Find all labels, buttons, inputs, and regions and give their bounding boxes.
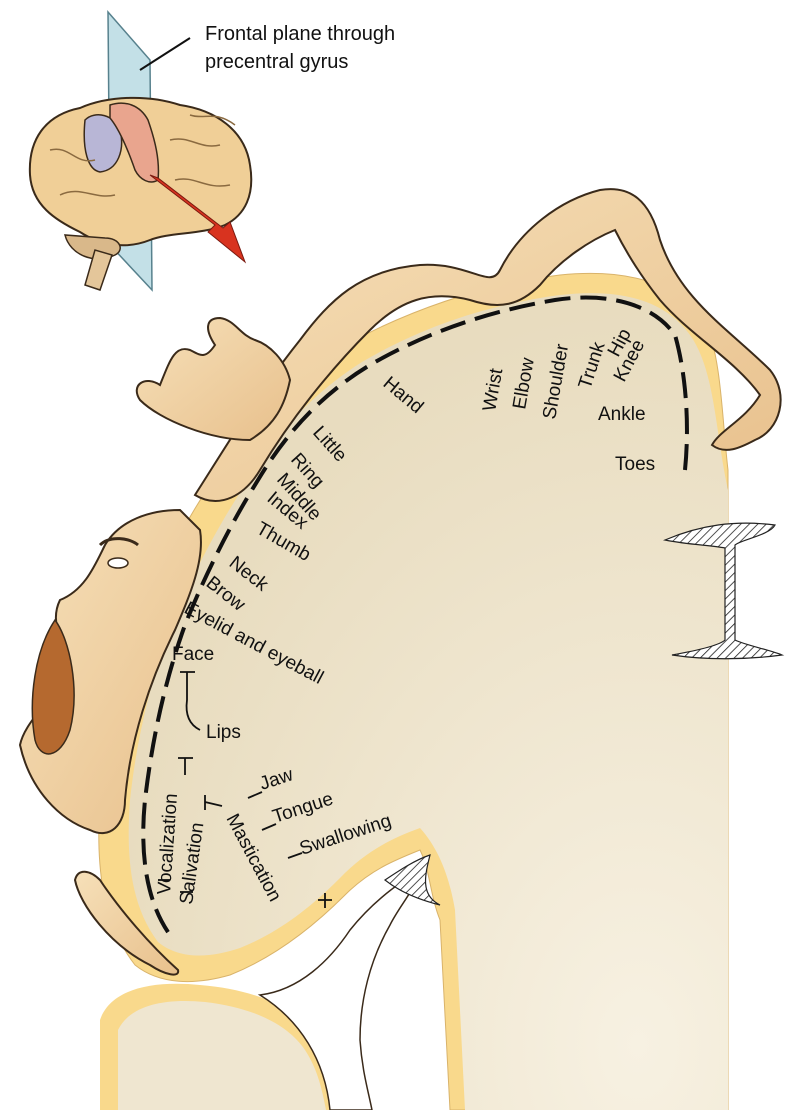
caption-line-1: Frontal plane through xyxy=(205,23,395,45)
label-lips: Lips xyxy=(206,722,241,743)
homunculus-eye xyxy=(108,558,128,568)
label-face: Face xyxy=(172,644,214,665)
label-ankle: Ankle xyxy=(598,404,646,425)
caption-leader xyxy=(140,38,190,70)
homunculus-hand xyxy=(137,318,290,440)
label-toes: Toes xyxy=(615,454,655,475)
caption-line-2: precentral gyrus xyxy=(205,51,348,73)
